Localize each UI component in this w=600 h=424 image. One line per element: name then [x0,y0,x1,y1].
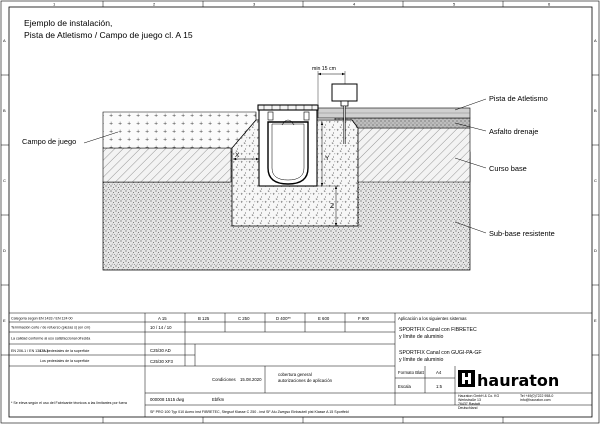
frame-letter: B [3,108,6,113]
format-value: A4 [436,370,442,375]
frame-number: 2 [153,2,156,7]
frame-letter: C [3,178,6,183]
option2-line2: y límite de aluminio [399,357,444,363]
base-course-left [102,147,232,183]
general-line1: cobertura general [278,372,312,377]
option1-line1: SPORTFIX Canal con FIBRETEC [399,327,477,333]
option2-line1: SPORTFIX Canal con GUGI-PA-GF [399,350,482,356]
label-subbase: Sub-base resistente [489,229,555,238]
inner-frame [8,6,593,418]
footer-description: SF PRO 100 Typ 010 Acero inst FIBRETEC, … [150,410,349,414]
brand-email: info@hauraton.com [520,398,551,402]
options-head: Aplicación a los siguientes sistemas [398,316,467,321]
footnote: * Se eleva según el uso del Fabricante t… [11,401,127,405]
brand-address: 76437 Rastatt [458,402,480,406]
channel-body [267,121,309,185]
class-cell: E 600 [318,316,330,321]
fecha-value: 15.08.2020 [240,377,262,382]
label-asfalto: Asfalto drenaje [489,127,538,136]
dimension-z-label: Z [330,203,334,210]
frame-letter: A [3,38,6,43]
edge-profile [331,83,358,102]
brand-phone: Tel +49(0)7222 958-0 [520,394,553,398]
cell-value: 10 / 14 / 10 [150,325,172,330]
row-label: Terminación corte / de refuerzo (piezas … [11,326,90,330]
general-line2: autorizaciones de aplicación [278,378,333,383]
frame-letter: E [594,318,597,323]
frame-number: 5 [453,2,456,7]
frame-letter: A [594,38,597,43]
frame-letter: B [594,108,597,113]
frame-letter: D [3,248,6,253]
dimension-y-label: Y [325,155,330,162]
playfield-layer [102,111,257,149]
class-cell: C 250 [238,316,250,321]
brand-address: Deutschland [458,406,478,410]
format-label: Formato Blatt [398,370,425,375]
frame-letter: E [3,318,6,323]
brand-address: Werkstraße 13 [458,398,481,402]
fecha-label: Condiciones [212,377,236,382]
cross-section [102,71,471,271]
frame-number: 4 [353,2,356,7]
label-campo: Campo de juego [22,137,76,146]
frame-letter: D [594,248,597,253]
option1-line2: y límite de aluminio [399,334,444,340]
row-label: Los pedestales de la superficie [40,349,89,353]
row-label: Categoría según EN 1433 / EN 124 00 [11,317,73,321]
model-sub: Ebfkm [212,397,225,402]
class-cell: F 900 [358,316,370,321]
brand-address: Hauraton GmbH & Co. KG [458,394,500,398]
frame-letter: C [594,178,597,183]
class-cell: B 125 [198,316,210,321]
cell-value: C25/30 XF3 [150,359,174,364]
row-code: EN 206-1 / EN 13877-3 [11,349,48,353]
frame-number: 3 [253,2,256,7]
model-number: 000008 1515 dwg [150,397,185,402]
frame-number: 6 [548,2,551,7]
class-cell: A 15 [158,316,167,321]
scale-label: Escala [398,384,412,389]
class-cell: D 400** [276,316,291,321]
label-curso: Curso base [489,164,527,173]
dimension-min-label: min 15 cm [312,66,336,72]
cell-value: C25/30 AD [150,348,171,353]
dimension-x-label: X [235,152,240,159]
hauraton-logo: hauraton [458,370,559,390]
drawing-title-line1: Ejemplo de instalación, [24,18,112,28]
drawing-title-line2: Pista de Atletismo / Campo de juego cl. … [24,30,193,40]
row-label: La calidad conforme al uso satisfacciona… [11,337,90,341]
row-label: Los pedestales de la superficie [40,359,89,363]
base-course-right [354,127,471,183]
brand-name: hauraton [477,371,559,390]
frame-number: 1 [53,2,56,7]
label-pista: Pista de Atletismo [489,94,548,103]
scale-value: 1:5 [436,384,443,389]
title-block-lines [9,312,592,417]
